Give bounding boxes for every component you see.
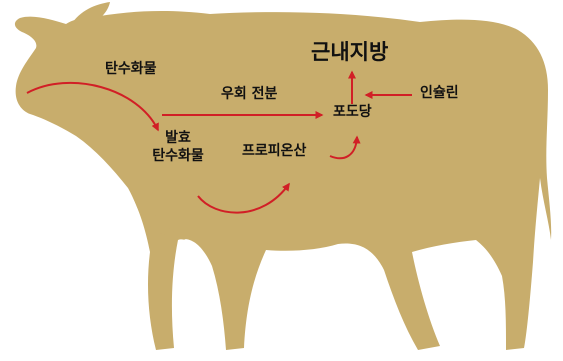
arrows (26, 70, 412, 214)
label-propionate: 프로피온산 (242, 143, 307, 159)
label-bypass-starch: 우회 전분 (221, 86, 278, 102)
label-intramuscular-fat: 근내지방 (311, 40, 389, 64)
label-fermented-line1: 발효 (165, 130, 191, 146)
arrow-propionate-to-glucose (329, 135, 361, 160)
label-fermented-line2: 탄수화물 (152, 147, 204, 164)
label-insulin: 인슐린 (420, 85, 459, 101)
arrow-carbs-to-fermented (26, 81, 159, 132)
arrow-fermented-to-propionate (197, 182, 290, 214)
label-fermented-carbs: 발효 탄수화물 (142, 130, 214, 165)
label-glucose: 포도당 (333, 104, 372, 120)
cow-silhouette-icon (14, 2, 552, 351)
label-carbs: 탄수화물 (105, 61, 157, 77)
